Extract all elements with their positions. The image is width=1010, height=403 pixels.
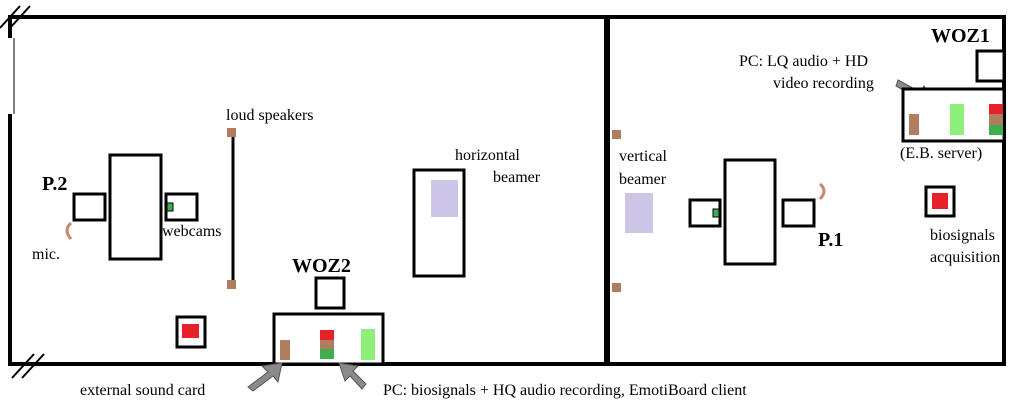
pc-lq-label-2: video recording [773, 75, 874, 92]
horizontal-beamer-image [431, 180, 458, 217]
outer-wall [8, 15, 1006, 366]
speaker-bottom [227, 280, 236, 289]
woz1-label: WOZ1 [931, 25, 990, 47]
eb-server-label: (E.B. server) [900, 145, 982, 162]
door-gap [6, 38, 14, 114]
biosignals-label-1: biosignals [930, 227, 995, 244]
biosignals-device-left [175, 315, 207, 349]
pc-woz1-red [989, 104, 1003, 114]
pc-woz2-darkgreen [320, 349, 334, 359]
speaker-right-top [612, 130, 621, 139]
table-right [723, 158, 777, 266]
horizontal-beamer-label-1: horizontal [455, 147, 520, 164]
woz2-box [314, 276, 346, 310]
webcam-indicator-right [712, 208, 720, 218]
pc-woz1-darkgreen [989, 125, 1003, 135]
external-sound-card-label: external sound card [80, 382, 205, 399]
woz2-label: WOZ2 [292, 255, 351, 277]
chair-p1 [781, 198, 816, 228]
biosignals-label-2: acquisition [930, 249, 1000, 266]
arrow-pc-biosignals [338, 362, 367, 390]
woz1-box [975, 49, 1006, 83]
webcam-indicator [166, 202, 174, 212]
biosignals-device-right-red [932, 193, 948, 209]
break-mark-top [9, 5, 31, 29]
vertical-beamer-label-1: vertical [619, 148, 668, 165]
arrow-external-sound-card [247, 362, 283, 392]
horizontal-beamer-label-2: beamer [493, 169, 541, 186]
vertical-beamer-label-2: beamer [619, 171, 667, 188]
break-mark-bottom [21, 353, 45, 379]
pc-woz2-red [320, 330, 334, 340]
mic-icon [65, 221, 73, 240]
pc-woz1-screen [950, 104, 964, 135]
p2-label: P.2 [42, 173, 67, 195]
speaker-top [227, 128, 236, 137]
speaker-right-bottom [612, 283, 621, 292]
biosignals-device-left-red [182, 324, 199, 338]
mic-icon-right [818, 182, 826, 201]
webcams-label: webcams [162, 223, 222, 240]
vertical-beamer-image [625, 193, 653, 233]
break-mark-bottom [11, 353, 35, 379]
chair-p2 [72, 192, 107, 222]
pc-woz1-brown [909, 114, 919, 135]
loud-speakers-label: loud speakers [226, 107, 314, 124]
external-sound-card [280, 340, 290, 360]
table-left [108, 153, 163, 261]
pc-woz1-brown2 [989, 114, 1003, 125]
pc-lq-label-1: PC: LQ audio + HD [739, 53, 868, 70]
break-mark-top [0, 5, 21, 29]
pc-biosignals-label: PC: biosignals + HQ audio recording, Emo… [383, 382, 747, 399]
p1-label: P.1 [818, 229, 843, 251]
pc-woz2-screen [361, 329, 375, 360]
mic-label: mic. [32, 246, 60, 263]
pc-woz2-brown [320, 340, 334, 349]
